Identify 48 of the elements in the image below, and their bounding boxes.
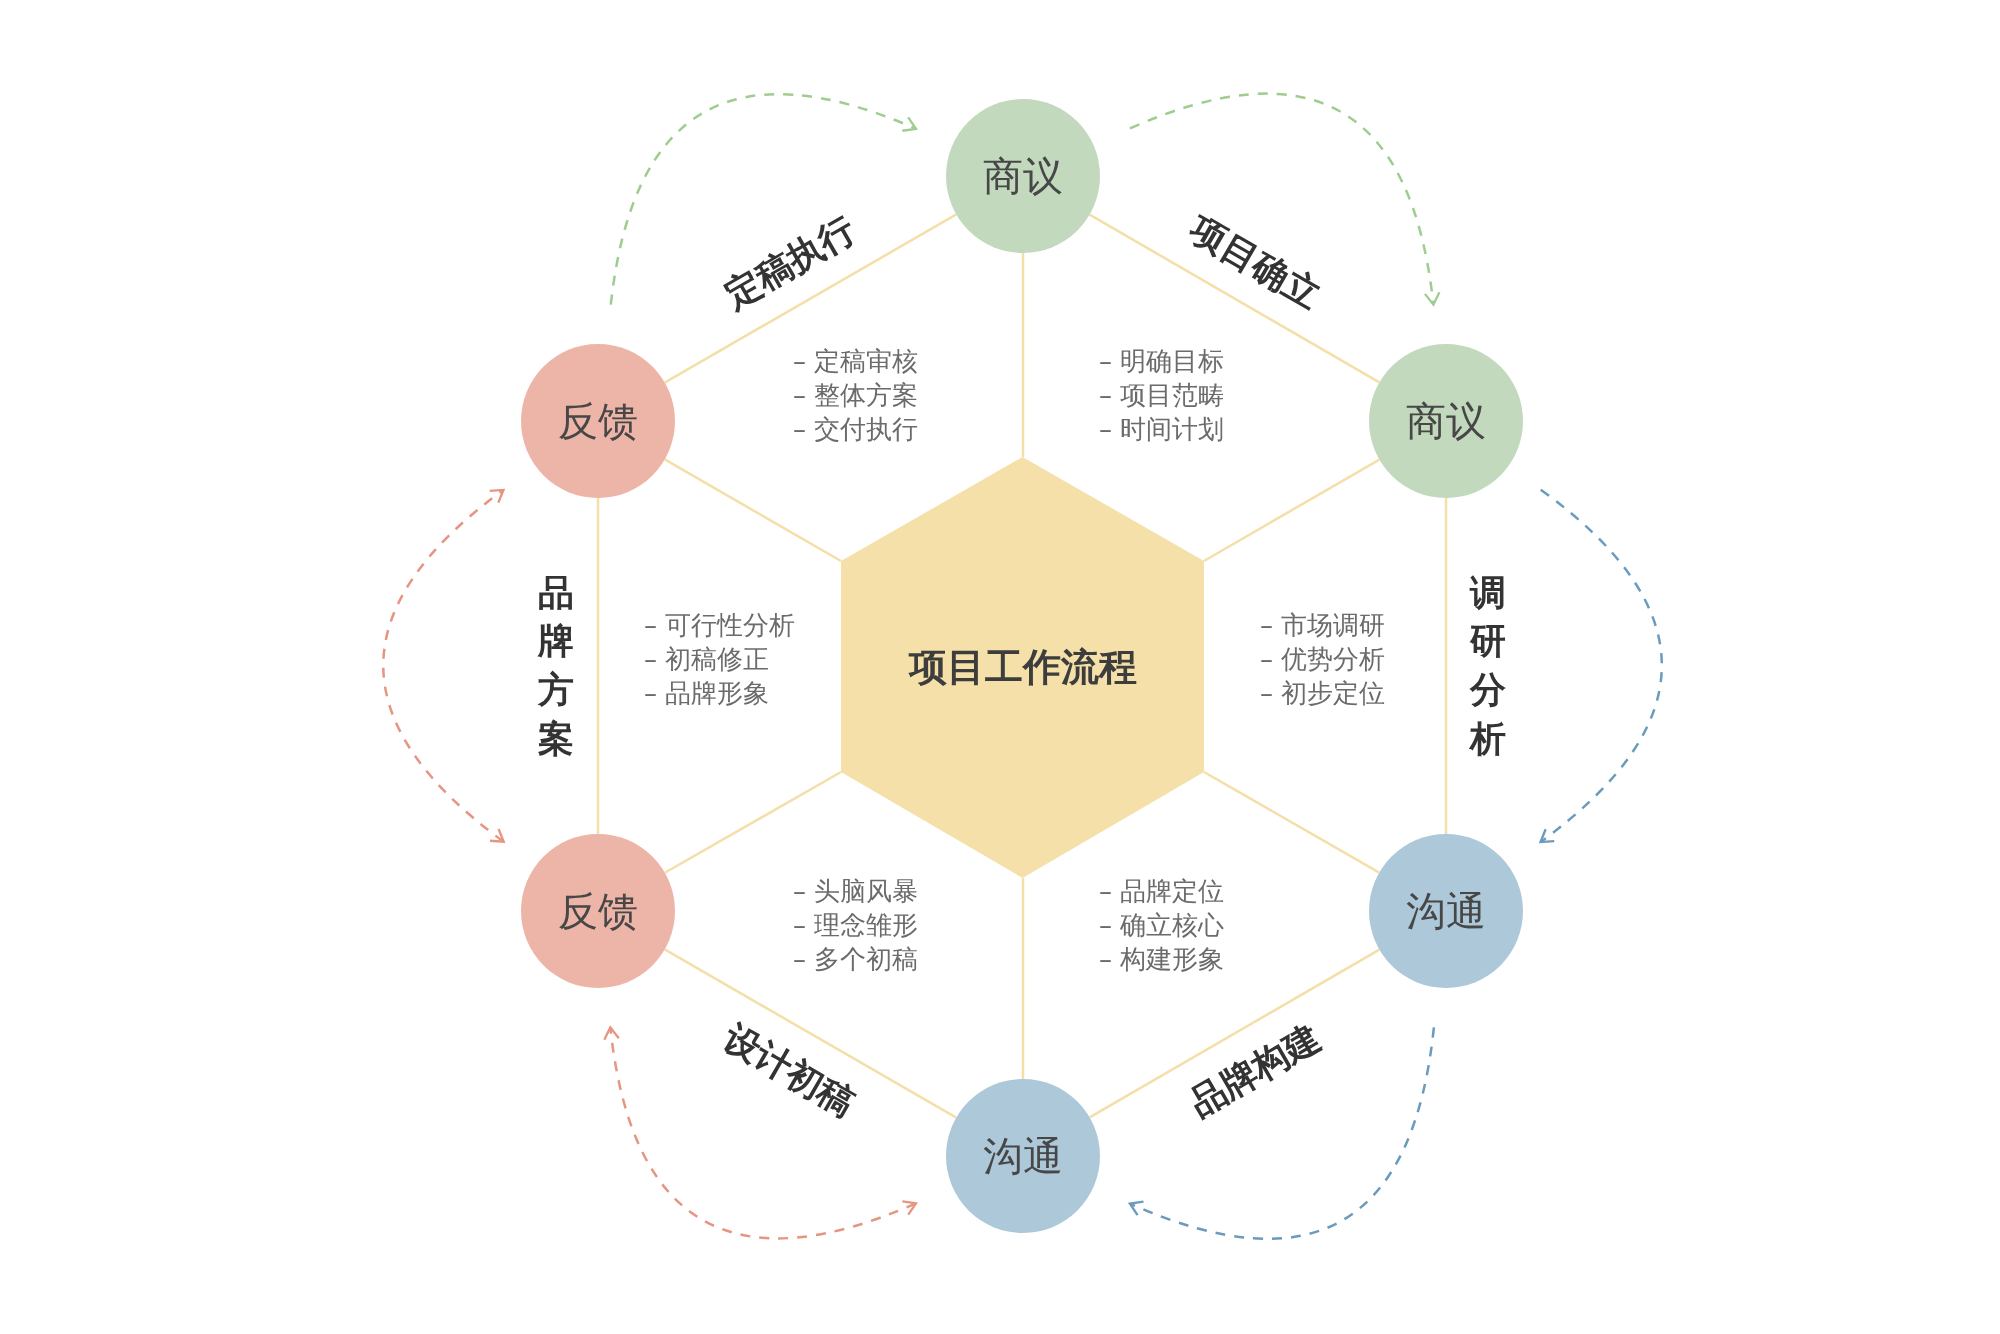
list-item: – 项目范畴	[1099, 380, 1225, 410]
connector-line	[1021, 253, 1025, 457]
list-item: – 初步定位	[1260, 678, 1386, 708]
node-label: 反馈	[558, 886, 638, 936]
dashed-arrow	[609, 93, 918, 305]
node-label: 反馈	[558, 396, 638, 446]
edge-label: 品牌构建	[1183, 1016, 1328, 1124]
list-item: – 理念雏形	[793, 910, 919, 940]
connector-line	[664, 458, 842, 563]
list-item: – 品牌定位	[1099, 876, 1225, 906]
connector-line	[664, 770, 842, 874]
connector-line	[1444, 498, 1448, 834]
list-item: – 头脑风暴	[793, 876, 919, 906]
edge-label: 项目确立	[1183, 208, 1328, 316]
dashed-arrow	[1129, 93, 1441, 306]
list-item: – 优势分析	[1260, 644, 1386, 674]
list-item: – 构建形象	[1099, 944, 1225, 974]
connector-line	[1203, 458, 1380, 563]
list-item: – 交付执行	[793, 414, 919, 444]
node-label: 商议	[1406, 396, 1486, 446]
node-label: 商议	[983, 151, 1063, 201]
connector-line	[1089, 948, 1380, 1119]
list-item: – 品牌形象	[644, 678, 771, 708]
list-item: – 多个初稿	[793, 944, 919, 974]
node-label: 沟通	[983, 1131, 1063, 1181]
connector-line	[1021, 878, 1025, 1079]
dashed-arrow	[1128, 1027, 1436, 1240]
connector-line	[664, 213, 957, 384]
node-label: 沟通	[1406, 886, 1486, 936]
edge-label: 品牌方案	[538, 570, 574, 761]
list-item: – 整体方案	[793, 380, 919, 410]
edge-label: 定稿执行	[717, 209, 862, 316]
list-item: – 初稿修正	[644, 644, 771, 674]
node-label: 项目工作流程	[908, 644, 1137, 691]
connector-line	[1203, 770, 1380, 874]
dashed-arrow	[382, 488, 505, 843]
connector-line	[596, 498, 600, 834]
connector-line	[664, 948, 957, 1119]
edge-label: 设计初稿	[717, 1016, 862, 1123]
dashed-arrow	[1539, 488, 1663, 844]
list-item: – 明确目标	[1099, 346, 1225, 376]
edge-label: 调研分析	[1470, 570, 1506, 761]
connector-line	[1089, 213, 1380, 384]
list-item: – 市场调研	[1260, 610, 1386, 640]
list-item: – 确立核心	[1099, 910, 1225, 940]
list-item: – 可行性分析	[644, 610, 796, 640]
dashed-arrow	[603, 1026, 918, 1239]
list-item: – 定稿审核	[793, 346, 919, 376]
